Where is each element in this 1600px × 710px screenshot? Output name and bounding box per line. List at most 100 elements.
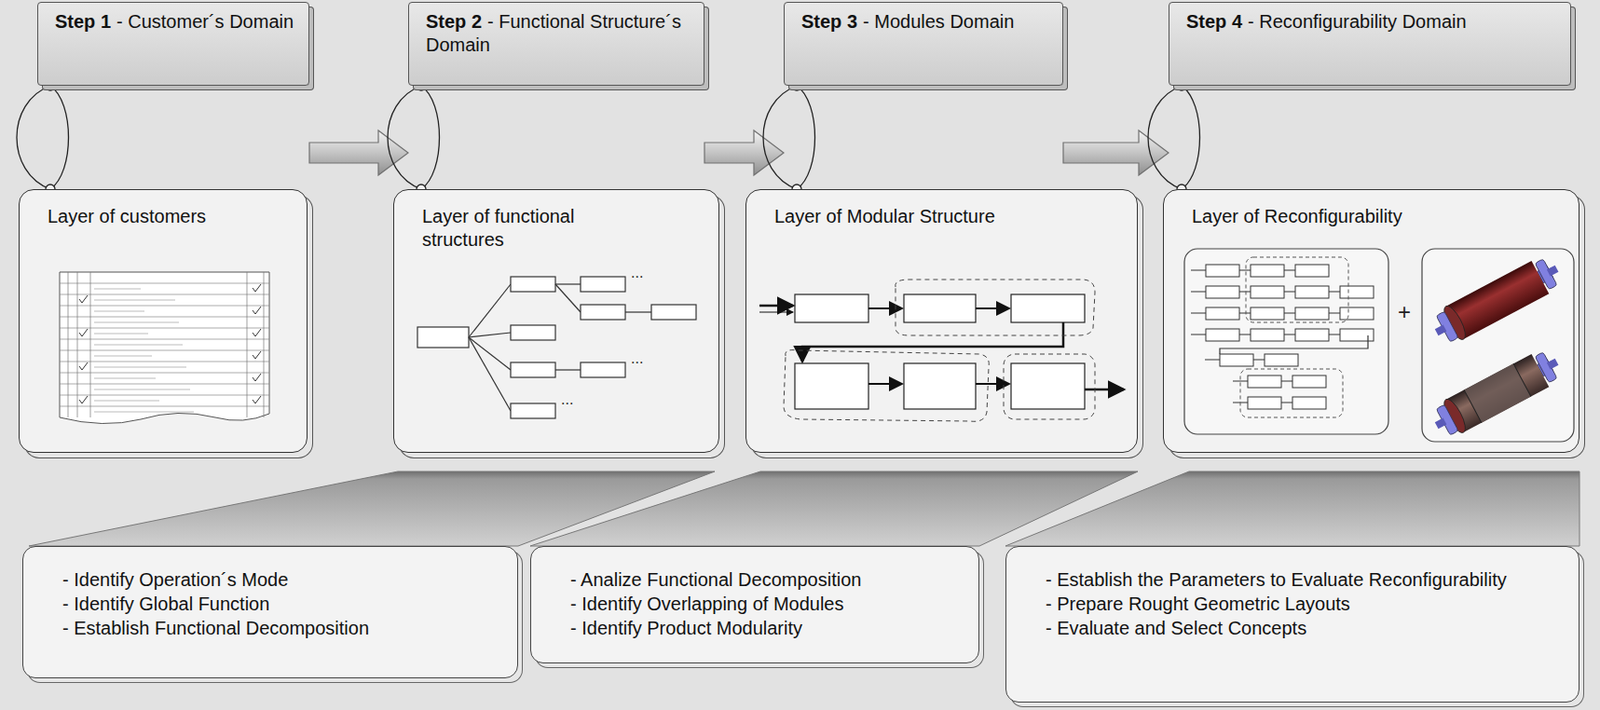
header-text: Step 1- Customer´s Domain <box>54 10 296 34</box>
task-item: - Establish the Parameters to Evaluate R… <box>1045 567 1566 592</box>
illustration-part <box>59 328 270 329</box>
illustration-part <box>651 304 697 320</box>
task-item: - Identify Product Modularity <box>570 615 966 641</box>
illustration-part <box>1284 291 1296 293</box>
loop-line <box>16 85 69 190</box>
illustration-part <box>1328 334 1341 336</box>
layer-title: Layer of customers <box>19 190 307 229</box>
domain-name: - Customer´s Domain <box>116 11 294 32</box>
illustration-part <box>1328 313 1341 315</box>
illustration-part <box>1190 334 1206 336</box>
loop-line <box>387 85 440 190</box>
illustration-part <box>59 383 270 385</box>
illustration-part <box>94 288 141 290</box>
illustration-part <box>94 378 156 380</box>
illustration-part <box>759 304 794 308</box>
illustration-part <box>59 283 270 285</box>
step-header: Step 4- Reconfigurability Domain <box>1168 1 1572 86</box>
task-item: - Establish Functional Decomposition <box>62 615 505 641</box>
illustration-part <box>1204 359 1220 361</box>
illustration-part <box>510 325 556 341</box>
illustration-part <box>510 276 556 292</box>
illustration-part <box>1292 396 1327 410</box>
illustration-part <box>1184 248 1389 435</box>
illustration-part <box>1281 381 1293 383</box>
illustration-part <box>59 339 270 341</box>
illustration-part <box>1427 252 1566 350</box>
illustration-part <box>1190 270 1206 272</box>
step-number: Step 3 <box>801 11 858 32</box>
step-header: Step 3- Modules Domain <box>783 1 1064 86</box>
illustration-part <box>94 411 194 413</box>
illustration-part <box>903 294 976 323</box>
illustration-part <box>1422 248 1574 442</box>
illustration-part <box>94 311 145 313</box>
illustration-part <box>79 295 88 303</box>
illustration-part <box>1328 291 1341 293</box>
link-loop <box>763 81 816 194</box>
illustration-part <box>1239 313 1251 315</box>
illustration-part <box>1250 286 1285 299</box>
illustration-part <box>1427 345 1566 443</box>
illustration-part <box>903 363 976 410</box>
illustration-part <box>246 272 248 418</box>
illustration-part <box>94 300 176 301</box>
illustration-part <box>1435 325 1448 337</box>
header-text: Step 2- Functional Structure´s Domain <box>425 10 691 57</box>
illustration-part <box>1011 363 1085 410</box>
illustration-part <box>59 294 270 296</box>
illustration-part <box>1239 334 1251 336</box>
illustration-part <box>895 279 1095 336</box>
layer-illustration <box>1163 190 1581 451</box>
illustration-part <box>510 362 556 378</box>
illustration-part <box>1205 307 1240 320</box>
illustration-part <box>1340 286 1374 299</box>
illustration-part <box>1292 375 1327 388</box>
illustration-part <box>468 337 511 370</box>
illustration-part <box>580 304 626 320</box>
illustration-part <box>252 396 261 404</box>
layer-illustration <box>19 190 309 451</box>
arrow-shape <box>1063 130 1169 176</box>
layer-panel: Layer of Modular Structure <box>745 189 1138 453</box>
illustration-part <box>783 350 989 423</box>
layer-title: Layer of Reconfigurability <box>1163 190 1579 229</box>
illustration-part <box>94 355 152 357</box>
illustration-part <box>1295 286 1329 299</box>
illustration-part <box>975 382 1010 385</box>
illustration-part <box>59 305 270 307</box>
task-box: - Analize Functional Decomposition- Iden… <box>530 546 980 664</box>
illustration-part <box>1435 418 1448 430</box>
illustration-part <box>468 332 511 338</box>
layer-panel: Layer of functional structures......... <box>393 189 720 453</box>
step-header: Step 2- Functional Structure´s Domain <box>408 1 705 86</box>
link-loop <box>16 81 69 194</box>
illustration-part <box>77 272 79 418</box>
loop-line <box>1148 85 1201 190</box>
illustration-part <box>794 363 869 410</box>
header-text: Step 4- Reconfigurability Domain <box>1186 10 1558 34</box>
task-item: - Identify Global Function <box>62 591 505 616</box>
domain-name: - Reconfigurability Domain <box>1247 11 1467 32</box>
illustration-part <box>94 344 183 346</box>
illustration-part <box>94 322 179 324</box>
illustration-part <box>1250 264 1285 277</box>
layer-title: Layer of functional structures <box>394 190 667 252</box>
illustration-part <box>975 307 1010 310</box>
illustration-part <box>1219 354 1254 367</box>
illustration-part <box>1219 335 1368 355</box>
task-item: - Evaluate and Select Concepts <box>1045 615 1566 641</box>
illustration-part <box>79 396 88 404</box>
illustration-part <box>417 327 469 348</box>
illustration-part <box>1205 328 1240 342</box>
illustration-part <box>868 307 903 310</box>
projection-shape <box>1005 471 1580 547</box>
illustration-part <box>1240 369 1343 418</box>
link-loop <box>387 81 440 194</box>
illustration-part <box>68 272 69 418</box>
loop-line <box>763 85 816 190</box>
illustration-part <box>59 272 270 424</box>
illustration-part <box>59 406 270 408</box>
illustration-part <box>1295 328 1329 342</box>
illustration-part <box>1239 291 1251 293</box>
